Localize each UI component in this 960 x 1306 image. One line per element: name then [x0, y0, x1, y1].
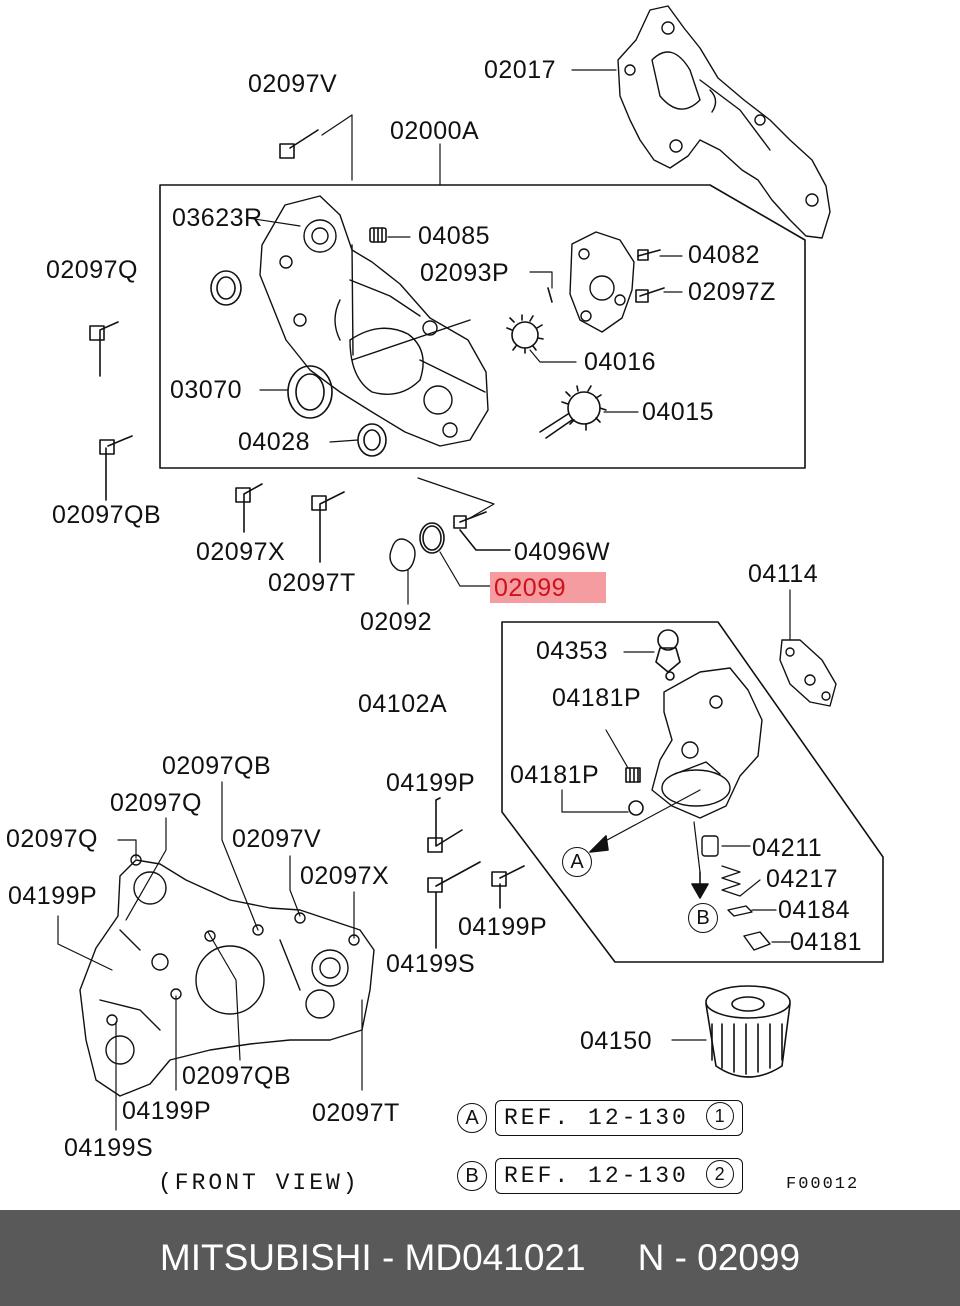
label-03623r: 03623R [172, 204, 263, 232]
footer-position-ref: N - 02099 [637, 1237, 801, 1278]
label-04085: 04085 [418, 222, 491, 250]
label-04199p-mid: 04199P [458, 913, 548, 941]
label-04199p-top: 04199P [386, 769, 476, 797]
front-view-engine [79, 854, 375, 1097]
bolt-04199p-mid [491, 865, 525, 909]
label-02097x-mid: 02097X [196, 538, 286, 566]
marker-a: A [562, 847, 592, 877]
oil-pump-cover [569, 231, 635, 333]
plate-04114 [779, 589, 837, 707]
bolt-02097z [635, 287, 665, 303]
bolt-02097q-top [89, 321, 119, 377]
label-04102a: 04102A [358, 690, 448, 718]
label-04181p-plug: 04181P [552, 684, 642, 712]
label-02097t-bot: 02097T [312, 1099, 400, 1127]
gasket-02017 [617, 5, 831, 239]
reference-b-text: REF. 12-130 [504, 1163, 689, 1189]
label-02097q-b: 02097Q [6, 825, 98, 853]
label-03070: 03070 [170, 376, 243, 404]
label-02092: 02092 [360, 608, 433, 636]
o-ring-02099 [419, 522, 491, 587]
leader-lines-upper [247, 69, 683, 519]
label-04114: 04114 [748, 560, 819, 588]
label-02097z: 02097Z [688, 278, 776, 306]
label-04199s-bot: 04199S [64, 1134, 154, 1162]
bolt-04199p-top [427, 797, 463, 853]
label-02093p: 02093P [420, 259, 510, 287]
gear-shaft-04015 [539, 385, 607, 439]
label-04150: 04150 [580, 1027, 653, 1055]
label-04096w: 04096W [514, 538, 611, 566]
plug-04085 [369, 227, 387, 243]
label-04199p-bot: 04199P [122, 1097, 212, 1125]
gasket-02092 [389, 538, 416, 605]
label-04217: 04217 [766, 865, 839, 893]
footer-brand-part: MITSUBISHI - MD041021 [159, 1237, 586, 1278]
sensor-04353 [623, 629, 681, 681]
flow-arrow-b [691, 871, 709, 899]
label-02097q-a: 02097Q [110, 789, 202, 817]
oil-seal-03070 [287, 365, 333, 419]
label-02099-highlighted: 02099 [494, 574, 567, 602]
ref-marker-a: A [457, 1103, 487, 1133]
gear-04016 [506, 314, 544, 354]
relief-ball-04181p [561, 789, 644, 816]
bolt-02097qb-top [99, 435, 133, 501]
pin-02093p [547, 287, 553, 303]
reference-a-number: 1 [705, 1101, 734, 1130]
label-02097qb-low: 02097QB [162, 752, 272, 780]
bolt-02097x-mid [235, 483, 263, 533]
oil-filter-04150 [671, 985, 791, 1078]
reference-b[interactable]: REF. 12-130 2 [495, 1158, 743, 1194]
seal-04028 [357, 423, 387, 457]
exploded-parts-diagram [57, 5, 884, 1131]
label-02097qb-bot: 02097QB [182, 1062, 292, 1090]
label-04199s-mid: 04199S [386, 950, 476, 978]
ref-marker-b: B [457, 1161, 487, 1191]
label-04211: 04211 [752, 834, 823, 862]
label-04028: 04028 [238, 428, 311, 456]
reference-b-number: 2 [705, 1159, 734, 1188]
label-04184: 04184 [778, 896, 851, 924]
oil-pump-assembly-frame [501, 621, 884, 963]
label-04353: 04353 [536, 637, 609, 665]
leader-lines-front-view [57, 781, 363, 1131]
front-case [259, 195, 489, 447]
label-02097x-low: 02097X [300, 862, 390, 890]
label-04181: 04181 [790, 928, 863, 956]
label-02097v-top: 02097V [248, 70, 338, 98]
valve-parts [693, 821, 791, 951]
bolt-04096w [453, 511, 511, 551]
highlight-box [490, 572, 606, 603]
reference-a[interactable]: REF. 12-130 1 [495, 1100, 743, 1136]
reference-a-text: REF. 12-130 [504, 1105, 689, 1131]
seal-03623r [210, 270, 242, 306]
front-view-caption: (FRONT VIEW) [158, 1170, 360, 1196]
screw-04082 [637, 249, 661, 261]
flow-arrow-a [589, 789, 701, 853]
label-04082: 04082 [688, 241, 761, 269]
front-case-assembly-frame [159, 184, 806, 469]
bolt-02097t-mid [311, 491, 345, 563]
label-04016: 04016 [584, 348, 657, 376]
marker-b: B [688, 903, 718, 933]
label-04181p-ball: 04181P [510, 761, 600, 789]
bolt-02097v-top [279, 129, 319, 159]
label-02097v-low: 02097V [232, 825, 322, 853]
label-02017: 02017 [484, 56, 557, 84]
label-02000a: 02000A [390, 117, 480, 145]
label-04015: 04015 [642, 398, 715, 426]
label-02097q-top: 02097Q [46, 256, 138, 284]
label-02097t-mid: 02097T [268, 569, 356, 597]
oil-pump-body [651, 667, 763, 819]
relief-plug-04181p [605, 729, 641, 783]
label-02097qb-top: 02097QB [52, 501, 162, 529]
footer-bar: MITSUBISHI - MD041021 N - 02099 [0, 1210, 960, 1306]
label-04199p-left: 04199P [8, 882, 98, 910]
figure-code: F00012 [786, 1175, 860, 1194]
bolt-04199s-mid [427, 861, 481, 949]
